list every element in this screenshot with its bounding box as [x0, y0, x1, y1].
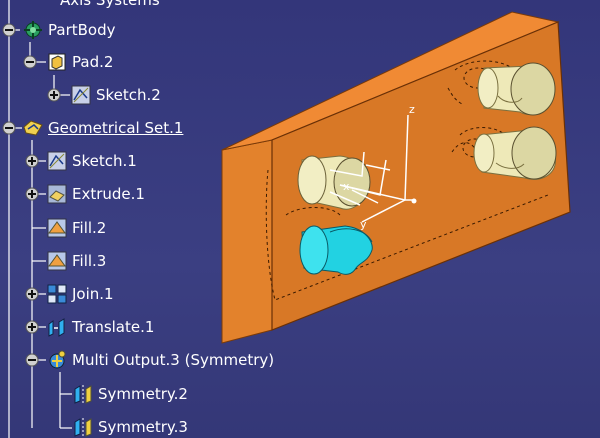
collapse-toggle-geometrical-set-1[interactable]	[2, 121, 16, 135]
fill-icon	[47, 218, 67, 238]
tree-item-label: Join.1	[72, 285, 114, 303]
fill-icon	[47, 251, 67, 271]
tree-item-axis-systems-partial[interactable]: Axis Systems	[60, 0, 160, 9]
axis-system[interactable]	[339, 114, 415, 223]
expand-toggle-sketch-1[interactable]	[25, 154, 39, 168]
expand-toggle-translate-1[interactable]	[25, 320, 39, 334]
geometrical-set-icon	[23, 120, 43, 136]
collapse-toggle-multi-output-3[interactable]	[25, 353, 39, 367]
plate-side-face	[221, 139, 273, 344]
axis-z-label: z	[409, 103, 415, 116]
boss-left[interactable]	[297, 155, 371, 210]
tree-item-partbody[interactable]: PartBody	[22, 17, 115, 43]
tree-item-label: Fill.3	[72, 252, 107, 270]
partbody-icon	[24, 21, 42, 39]
tree-item-label: Fill.2	[72, 219, 107, 237]
symmetry-icon	[74, 385, 92, 404]
collapse-toggle-partbody[interactable]	[2, 23, 16, 37]
tree-item-sketch-1[interactable]: Sketch.1	[46, 148, 137, 174]
selected-boss-cyan[interactable]	[299, 225, 373, 275]
tree-item-fill-2[interactable]: Fill.2	[46, 215, 106, 241]
tree-item-multi-output-3[interactable]: Multi Output.3 (Symmetry)	[46, 347, 274, 373]
tree-item-symmetry-2[interactable]: Symmetry.2	[72, 381, 188, 407]
sketch-icon	[47, 151, 67, 171]
axis-x-label: x	[343, 180, 350, 193]
tree-item-label: Pad.2	[72, 53, 114, 71]
tree-item-pad-2[interactable]: Pad.2	[46, 49, 113, 75]
tree-item-geometrical-set-1[interactable]: Geometrical Set.1	[22, 115, 183, 141]
axis-y-label: y	[360, 218, 367, 231]
symmetry-icon	[74, 418, 92, 437]
sketch-icon	[71, 85, 91, 105]
tree-item-label: Symmetry.3	[98, 418, 188, 436]
tree-item-label: Sketch.1	[72, 152, 137, 170]
axis-origin	[411, 198, 417, 204]
pad-icon	[48, 53, 66, 71]
tree-item-label: Symmetry.2	[98, 385, 188, 403]
tree-item-fill-3[interactable]: Fill.3	[46, 248, 106, 274]
boss-middle-right[interactable]	[473, 126, 557, 180]
expand-toggle-join-1[interactable]	[25, 287, 39, 301]
tree-item-label: Geometrical Set.1	[48, 119, 184, 137]
collapse-toggle-pad-2[interactable]	[23, 55, 37, 69]
join-icon	[47, 284, 67, 304]
tree-item-join-1[interactable]: Join.1	[46, 281, 114, 307]
expand-toggle-extrude-1[interactable]	[25, 187, 39, 201]
extrude-icon	[47, 184, 67, 204]
tree-item-sketch-2[interactable]: Sketch.2	[70, 82, 161, 108]
tree-item-label: Extrude.1	[72, 185, 145, 203]
tree-item-translate-1[interactable]: Translate.1	[46, 314, 154, 340]
expand-toggle-sketch-2[interactable]	[47, 88, 61, 102]
translate-icon	[48, 318, 65, 337]
boss-top-right[interactable]	[477, 62, 556, 116]
tree-item-extrude-1[interactable]: Extrude.1	[46, 181, 145, 207]
multi-output-icon	[49, 350, 66, 369]
tree-item-symmetry-3[interactable]: Symmetry.3	[72, 414, 188, 438]
tree-item-label: Multi Output.3 (Symmetry)	[72, 351, 275, 369]
tree-item-label: Translate.1	[72, 318, 155, 336]
tree-item-label: PartBody	[48, 21, 116, 39]
tree-item-label: Sketch.2	[96, 86, 161, 104]
